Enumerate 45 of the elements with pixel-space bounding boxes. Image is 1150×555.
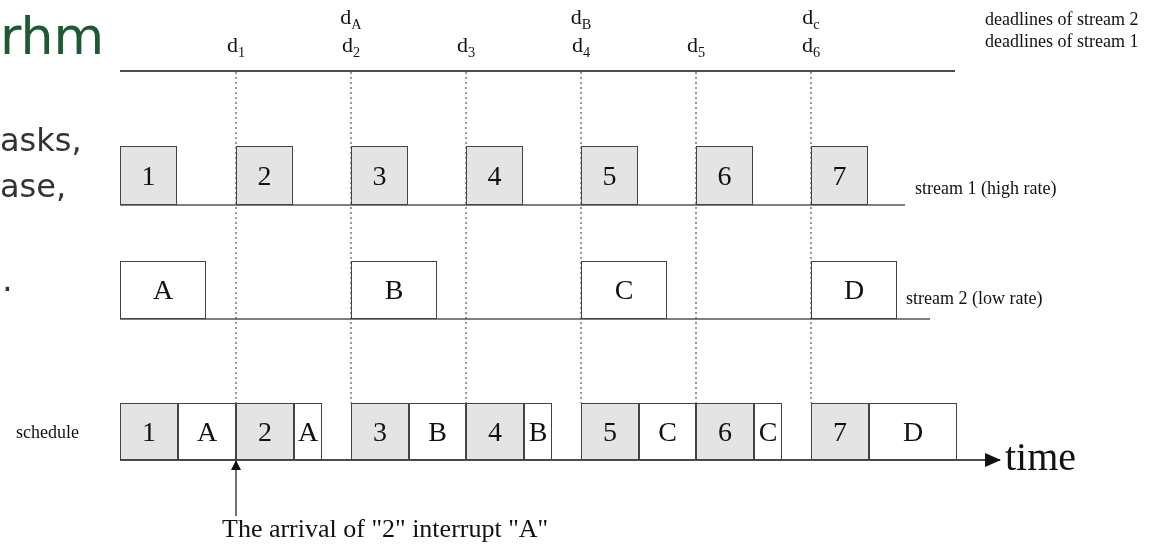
deadline-label: d$_{3}$ [456,34,476,60]
task-box: B [524,403,552,460]
task-box: C [639,403,696,460]
task-box: 1 [120,146,177,205]
deadline-label: d$_{5}$ [686,34,706,60]
deadline-label: d$_{6}$ [801,34,821,60]
task-box: C [581,261,667,319]
legend-text: deadlines of stream 1 [985,32,1139,50]
task-box: 6 [696,403,754,460]
arrow [231,460,241,517]
legend-text: deadlines of stream 2 [985,10,1139,28]
heading-text: rhm [0,10,105,62]
deadline-label: d$_{2}$ [341,34,361,60]
task-box: 5 [581,146,638,205]
task-box: A [294,403,322,460]
deadline-label: d$_{4}$ [571,34,591,60]
task-box: 6 [696,146,753,205]
deadline-label: d$_{c}$ [802,6,820,32]
task-box: D [811,261,897,319]
task-box: 5 [581,403,639,460]
annotation-text: The arrival of "2" interrupt "A" [222,516,549,542]
task-box: 7 [811,403,869,460]
task-box: A [120,261,206,319]
deadline-label: d$_{A}$ [340,6,362,32]
body-text: . [2,262,13,296]
deadline-label: d$_{B}$ [570,6,592,32]
row-label: stream 1 (high rate) [915,179,1057,197]
task-box: 4 [466,146,523,205]
task-box: 7 [811,146,868,205]
task-box: 4 [466,403,524,460]
task-box: 3 [351,146,408,205]
task-box: C [754,403,782,460]
deadline-label: d$_{1}$ [226,34,246,60]
row-label: schedule [16,423,79,441]
axis-label: time [1005,437,1077,477]
task-box: 2 [236,403,294,460]
task-box: B [409,403,466,460]
task-box: 3 [351,403,409,460]
task-box: 1 [120,403,178,460]
task-box: A [178,403,236,460]
task-box: 2 [236,146,293,205]
task-box: D [869,403,957,460]
task-box: B [351,261,437,319]
body-text: ase, [0,170,67,202]
body-text: asks, [0,124,82,156]
